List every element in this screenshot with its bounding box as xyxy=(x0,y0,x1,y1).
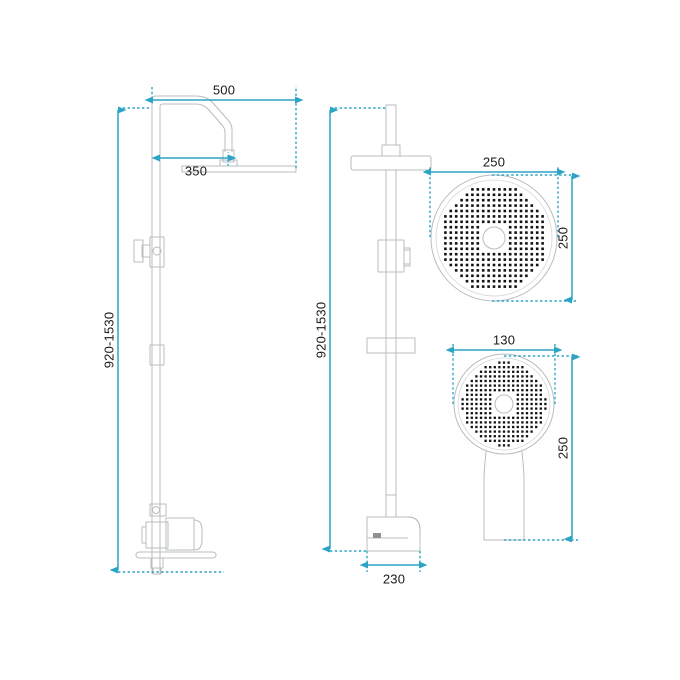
dimension-230: 230 xyxy=(359,551,428,586)
view-side-elevation: 500 350 920-1530 xyxy=(101,82,304,575)
hand-shower-nozzles xyxy=(461,361,547,447)
view-hand-shower: 130 250 xyxy=(445,332,581,543)
rain-head-nozzles xyxy=(444,188,544,288)
dimension-250-hand-height-label: 250 xyxy=(555,437,570,459)
side-elevation-geometry xyxy=(133,95,297,575)
rain-head-center-hole xyxy=(482,226,506,250)
dimension-130-label: 130 xyxy=(493,332,515,347)
dimension-920-1530-left-label: 920-1530 xyxy=(101,312,116,369)
hand-shower-handle xyxy=(483,443,525,541)
hand-shower-head-inner-ring xyxy=(457,357,551,451)
dimension-920-1530-left: 920-1530 xyxy=(101,106,224,574)
dimension-130: 130 xyxy=(445,332,563,404)
dimension-250-hand-height: 250 xyxy=(504,353,581,543)
view-rain-shower-head: 250 250 xyxy=(422,154,581,304)
dimension-920-1530-middle-label: 920-1530 xyxy=(313,302,328,359)
dimension-350-label: 350 xyxy=(185,163,207,178)
view-front-elevation: 920-1530 230 xyxy=(313,104,432,586)
dimension-250-height: 250 xyxy=(492,172,581,304)
rain-head-inner-ring xyxy=(435,179,553,297)
dimension-920-1530-middle: 920-1530 xyxy=(313,106,386,553)
dimension-230-label: 230 xyxy=(383,571,405,586)
hand-shower-center-hole xyxy=(494,394,514,414)
dimension-500-label: 500 xyxy=(213,82,235,97)
front-elevation-geometry xyxy=(350,104,432,552)
dimension-250-width-label: 250 xyxy=(483,154,505,169)
dimension-500: 500 xyxy=(144,82,304,168)
dimension-250-width: 250 xyxy=(422,154,566,237)
dimension-250-height-label: 250 xyxy=(555,227,570,249)
dimension-350: 350 xyxy=(151,152,237,178)
